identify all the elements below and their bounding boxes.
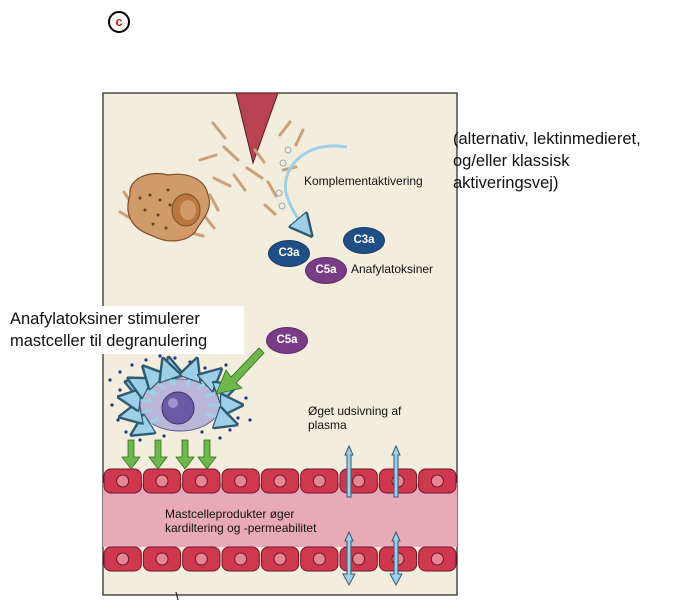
granule-dot: [234, 403, 238, 407]
granule-dot: [118, 370, 122, 374]
granule-dot: [203, 366, 207, 370]
endothelial-nucleus: [273, 552, 287, 566]
endothelial-nucleus: [116, 474, 130, 488]
note-mast-cell-stimulation: Anafylatoksiner stimulerer mastceller ti…: [8, 306, 244, 354]
endothelial-nucleus: [430, 474, 444, 488]
granule-dot: [200, 430, 204, 434]
endothelial-nucleus: [273, 474, 287, 488]
granule-dot: [224, 363, 228, 367]
label-plasma-leakage: Øget udsivning af plasma: [308, 404, 402, 432]
mediator-release-arrows: [121, 439, 217, 470]
granule-dot: [124, 430, 128, 434]
label-complement-activation: Komplementaktivering: [304, 174, 423, 188]
endothelial-nucleus: [312, 552, 326, 566]
granule-dot: [158, 354, 162, 358]
panel-letter-badge: c: [108, 11, 130, 33]
label-anaphylatoxins: Anafylatoksiner: [351, 262, 434, 276]
endothelial-nucleus: [155, 552, 169, 566]
granule-dot: [218, 436, 222, 440]
granule-dot: [244, 396, 248, 400]
complement-activation-arrow: [283, 144, 348, 228]
degranulation-arrow: [204, 413, 227, 421]
degranulation-arrow: [150, 374, 164, 389]
degranulation-arrow: [140, 418, 160, 430]
note-activation-pathways: (alternativ, lektinmedieret, og/eller kl…: [453, 130, 641, 192]
endothelium-bottom: [103, 546, 457, 572]
endothelial-nucleus: [234, 474, 248, 488]
granule-dot: [110, 403, 114, 407]
granule-dot: [162, 434, 166, 438]
degranulation-arrow: [130, 410, 154, 415]
macrophage: [127, 173, 210, 242]
c3a-molecule-left: C3a: [268, 240, 310, 267]
panel-mark: [175, 591, 179, 601]
granule-dot: [144, 358, 148, 362]
bacteria-cluster: [118, 120, 305, 238]
degranulation-arrow: [187, 368, 193, 387]
endothelial-nucleus: [430, 552, 444, 566]
c3a-molecule-right: C3a: [343, 227, 385, 254]
granule-dot: [228, 428, 232, 432]
endothelial-nucleus: [155, 474, 169, 488]
c5a-stimulation-arrow: [215, 347, 265, 395]
complement-dots: [275, 146, 292, 210]
degranulation-arrow: [198, 376, 213, 390]
wound-wedge: [235, 92, 279, 165]
label-mast-cell-products: Mastcelleprodukter øger kardiltering og …: [165, 507, 317, 535]
endothelial-nucleus: [194, 474, 208, 488]
granule-dot: [116, 418, 120, 422]
endothelium-top: [103, 468, 457, 494]
endothelial-nucleus: [116, 552, 130, 566]
granule-dot: [108, 378, 112, 382]
degranulation-arrows: [129, 368, 232, 430]
granule-dot: [236, 416, 240, 420]
endothelial-nucleus: [352, 474, 366, 488]
c5a-molecule-top: C5a: [305, 257, 347, 284]
c5a-molecule-mid: C5a: [266, 327, 308, 354]
degranulation-arrow: [167, 368, 173, 387]
granule-dot: [216, 376, 220, 380]
granule-dot: [178, 370, 182, 374]
endothelial-nucleus: [352, 552, 366, 566]
granule-dot: [188, 360, 192, 364]
granule-dot: [130, 363, 134, 367]
endothelial-nucleus: [194, 552, 208, 566]
granule-dot: [173, 356, 177, 360]
plasma-leakage-arrows: [342, 444, 403, 587]
granule-dot: [248, 418, 252, 422]
granule-dot: [138, 438, 142, 442]
endothelial-nucleus: [312, 474, 326, 488]
granule-dot: [118, 388, 122, 392]
endothelial-nucleus: [234, 552, 248, 566]
